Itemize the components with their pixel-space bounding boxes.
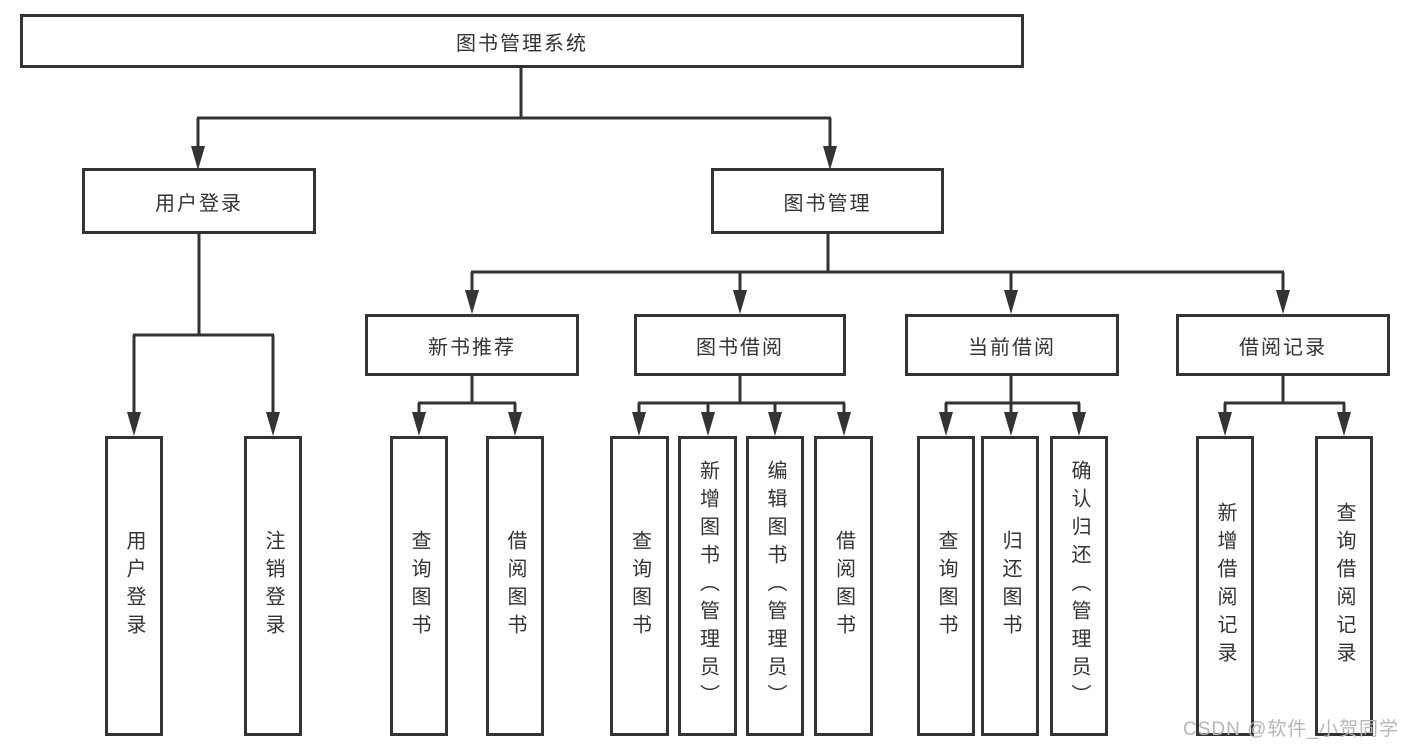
leaf-query-borrow-record-label: 查询借阅记录 — [1333, 502, 1355, 670]
leaf-return-book-label: 归还图书 — [999, 530, 1021, 642]
leaf-confirm-return-admin: 确认归还（管理员） — [1050, 436, 1108, 736]
node-user-login: 用户登录 — [82, 168, 316, 234]
node-current-borrow-label: 当前借阅 — [968, 336, 1056, 359]
node-user-login-label: 用户登录 — [155, 192, 243, 215]
node-library-system-label: 图书管理系统 — [456, 32, 588, 55]
leaf-query-books-recommend: 查询图书 — [390, 436, 448, 736]
node-book-borrow-label: 图书借阅 — [696, 336, 784, 359]
leaf-logout: 注销登录 — [244, 436, 302, 736]
arrowheads — [127, 146, 1351, 436]
leaf-borrow-books-recommend-label: 借阅图书 — [504, 530, 526, 642]
leaf-add-borrow-record: 新增借阅记录 — [1196, 436, 1254, 736]
csdn-watermark: CSDN @软件_小贺同学 — [1183, 719, 1399, 740]
leaf-query-books-borrow-label: 查询图书 — [628, 530, 651, 642]
leaf-logout-label: 注销登录 — [262, 530, 284, 642]
leaf-user-login: 用户登录 — [105, 436, 163, 736]
node-new-book-recommend-label: 新书推荐 — [428, 336, 516, 359]
leaf-query-books-current: 查询图书 — [917, 436, 975, 736]
leaf-edit-book-admin-label: 编辑图书（管理员） — [764, 460, 786, 712]
leaf-borrow-books-recommend: 借阅图书 — [486, 436, 544, 736]
leaf-add-borrow-record-label: 新增借阅记录 — [1214, 502, 1236, 670]
node-current-borrow: 当前借阅 — [905, 314, 1119, 376]
leaf-query-books-recommend-label: 查询图书 — [408, 530, 430, 642]
leaf-confirm-return-admin-label: 确认归还（管理员） — [1068, 460, 1090, 712]
leaf-borrow-books-label: 借阅图书 — [832, 530, 855, 642]
node-borrow-records: 借阅记录 — [1176, 314, 1390, 376]
leaf-add-book-admin-label: 新增图书（管理员） — [696, 460, 719, 712]
node-book-management: 图书管理 — [711, 168, 944, 234]
node-new-book-recommend: 新书推荐 — [365, 314, 579, 376]
node-book-management-label: 图书管理 — [783, 192, 872, 215]
leaf-query-borrow-record: 查询借阅记录 — [1315, 436, 1373, 736]
leaf-return-book: 归还图书 — [981, 436, 1039, 736]
leaf-edit-book-admin: 编辑图书（管理员） — [746, 436, 804, 736]
node-book-borrow: 图书借阅 — [634, 314, 846, 376]
node-library-system: 图书管理系统 — [20, 14, 1024, 68]
leaf-query-books-current-label: 查询图书 — [935, 530, 957, 642]
leaf-query-books-borrow: 查询图书 — [610, 436, 669, 736]
leaf-add-book-admin: 新增图书（管理员） — [678, 436, 737, 736]
leaf-user-login-label: 用户登录 — [123, 530, 145, 642]
leaf-borrow-books: 借阅图书 — [814, 436, 873, 736]
node-borrow-records-label: 借阅记录 — [1239, 336, 1327, 359]
